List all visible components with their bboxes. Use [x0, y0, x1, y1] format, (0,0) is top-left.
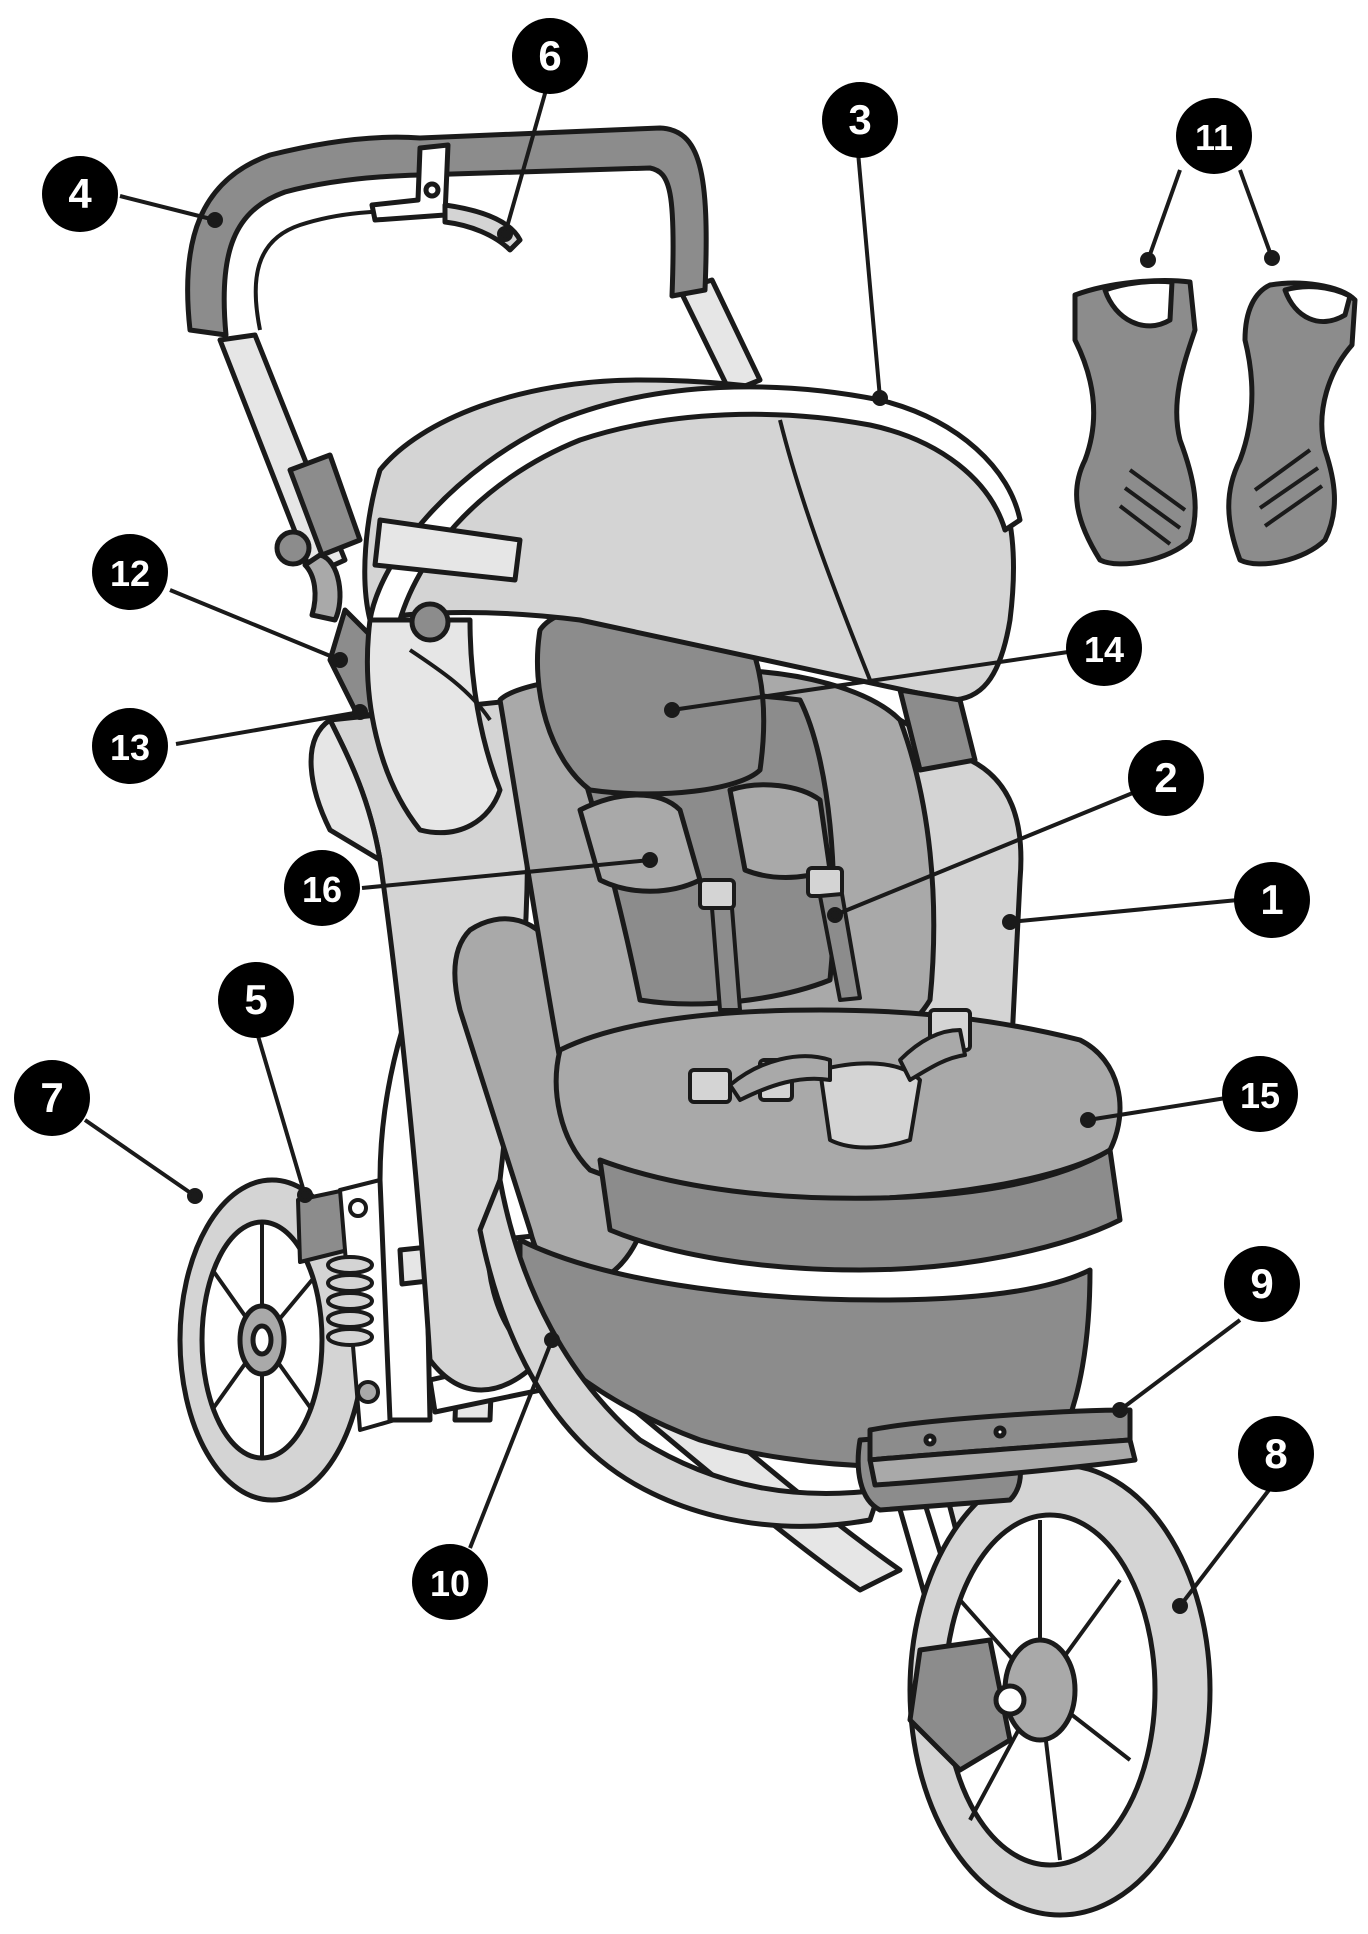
callout-1-label: 1: [1260, 876, 1283, 923]
rear-wheel: [177, 1177, 367, 1503]
callout-10-label: 10: [430, 1563, 470, 1604]
callout-8-badge: [1238, 1416, 1314, 1492]
callout-5: 5: [218, 962, 294, 1038]
callout-7-label: 7: [40, 1074, 63, 1121]
callout-13: 13: [92, 708, 168, 784]
callout-13-label: 13: [110, 727, 150, 768]
front-wheel: [907, 1462, 1213, 1918]
callout-2: 2: [1128, 740, 1204, 816]
callout-3-badge: [822, 82, 898, 158]
callout-11-label: 11: [1195, 117, 1233, 158]
callout-16: 16: [284, 850, 360, 926]
callout-5-label: 5: [244, 976, 267, 1023]
footrest: [867, 1407, 1138, 1488]
callout-14-badge: [1066, 610, 1142, 686]
callout-3-label: 3: [848, 96, 871, 143]
callout-6: 6: [512, 18, 588, 94]
callout-15-label: 15: [1240, 1075, 1280, 1116]
callout-8: 8: [1238, 1416, 1314, 1492]
callout-6-label: 6: [538, 32, 561, 79]
callout-15: 15: [1222, 1056, 1298, 1132]
callout-2-badge: [1128, 740, 1204, 816]
callout-9-label: 9: [1250, 1260, 1273, 1307]
callout-1-badge: [1234, 862, 1310, 938]
callout-10-badge: [412, 1544, 488, 1620]
car-seat-adapters: [1072, 278, 1358, 567]
callout-10: 10: [412, 1544, 488, 1620]
canopy: [362, 377, 1023, 836]
callout-5-badge: [218, 962, 294, 1038]
harness: [688, 866, 972, 1150]
callout-8-label: 8: [1264, 1430, 1287, 1477]
callout-12-badge: [92, 534, 168, 610]
callout-9-badge: [1224, 1246, 1300, 1322]
callout-4-badge: [42, 156, 118, 232]
callout-6-badge: [512, 18, 588, 94]
callout-4: 4: [42, 156, 118, 232]
callout-9: 9: [1224, 1246, 1300, 1322]
callout-16-label: 16: [302, 869, 342, 910]
callout-3: 3: [822, 82, 898, 158]
callout-4-label: 4: [68, 170, 92, 217]
callout-1: 1: [1234, 862, 1310, 938]
callout-12-label: 12: [110, 553, 150, 594]
callout-14-label: 14: [1084, 629, 1124, 670]
callout-7-badge: [14, 1060, 90, 1136]
callout-14: 14: [1066, 610, 1142, 686]
callout-11-badge: [1176, 98, 1252, 174]
callout-11: 11: [1176, 98, 1252, 174]
seat-body: [308, 667, 1123, 1529]
leader-lines: [83, 89, 1280, 1614]
callout-13-badge: [92, 708, 168, 784]
callout-15-badge: [1222, 1056, 1298, 1132]
callout-16-badge: [284, 850, 360, 926]
callout-2-label: 2: [1154, 754, 1177, 801]
handlebar: [185, 125, 763, 723]
callout-12: 12: [92, 534, 168, 610]
callout-7: 7: [14, 1060, 90, 1136]
